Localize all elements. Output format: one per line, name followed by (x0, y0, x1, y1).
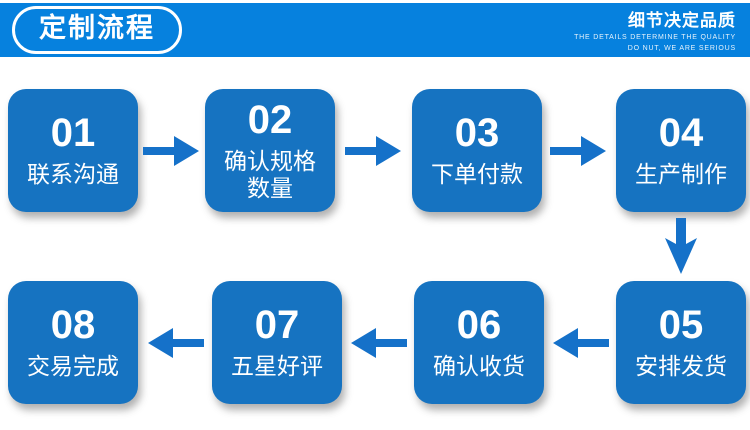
left-arrow-icon (551, 325, 609, 361)
step-box-07: 07 五星好评 (212, 281, 342, 404)
step-box-02: 02 确认规格数量 (205, 89, 335, 212)
step-label: 确认收货 (433, 353, 525, 380)
right-arrow-icon (345, 133, 403, 169)
step-number: 04 (658, 111, 704, 156)
step-number: 05 (658, 303, 704, 348)
right-arrow-icon (550, 133, 608, 169)
step-box-01: 01 联系沟通 (8, 89, 138, 212)
step-label: 交易完成 (27, 353, 119, 380)
step-number: 02 (247, 97, 293, 142)
right-arrow-icon (143, 133, 201, 169)
step-box-08: 08 交易完成 (8, 281, 138, 404)
page-title: 定制流程 (12, 6, 182, 54)
header-tagline: 细节决定品质 THE DETAILS DETERMINE THE QUALITY… (574, 6, 740, 54)
tagline-english: THE DETAILS DETERMINE THE QUALITY DO NUT… (574, 33, 736, 54)
step-number: 08 (50, 303, 96, 348)
step-box-04: 04 生产制作 (616, 89, 746, 212)
left-arrow-icon (349, 325, 407, 361)
step-number: 06 (456, 303, 502, 348)
left-arrow-icon (146, 325, 204, 361)
tagline-chinese: 细节决定品质 (628, 11, 736, 30)
step-number: 07 (254, 303, 300, 348)
step-label: 安排发货 (635, 353, 727, 380)
down-arrow-icon (663, 218, 699, 276)
step-box-06: 06 确认收货 (414, 281, 544, 404)
tagline-english-line1: THE DETAILS DETERMINE THE QUALITY (574, 34, 736, 41)
step-label: 五星好评 (231, 353, 323, 380)
header-bar: 定制流程 细节决定品质 THE DETAILS DETERMINE THE QU… (0, 3, 750, 57)
step-label: 确认规格数量 (224, 147, 316, 201)
step-number: 01 (50, 111, 96, 156)
step-number: 03 (454, 111, 500, 156)
step-box-03: 03 下单付款 (412, 89, 542, 212)
step-label: 下单付款 (431, 161, 523, 188)
step-label: 生产制作 (635, 161, 727, 188)
tagline-english-line2: DO NUT, WE ARE SERIOUS (627, 44, 736, 52)
step-label: 联系沟通 (27, 161, 119, 188)
step-box-05: 05 安排发货 (616, 281, 746, 404)
